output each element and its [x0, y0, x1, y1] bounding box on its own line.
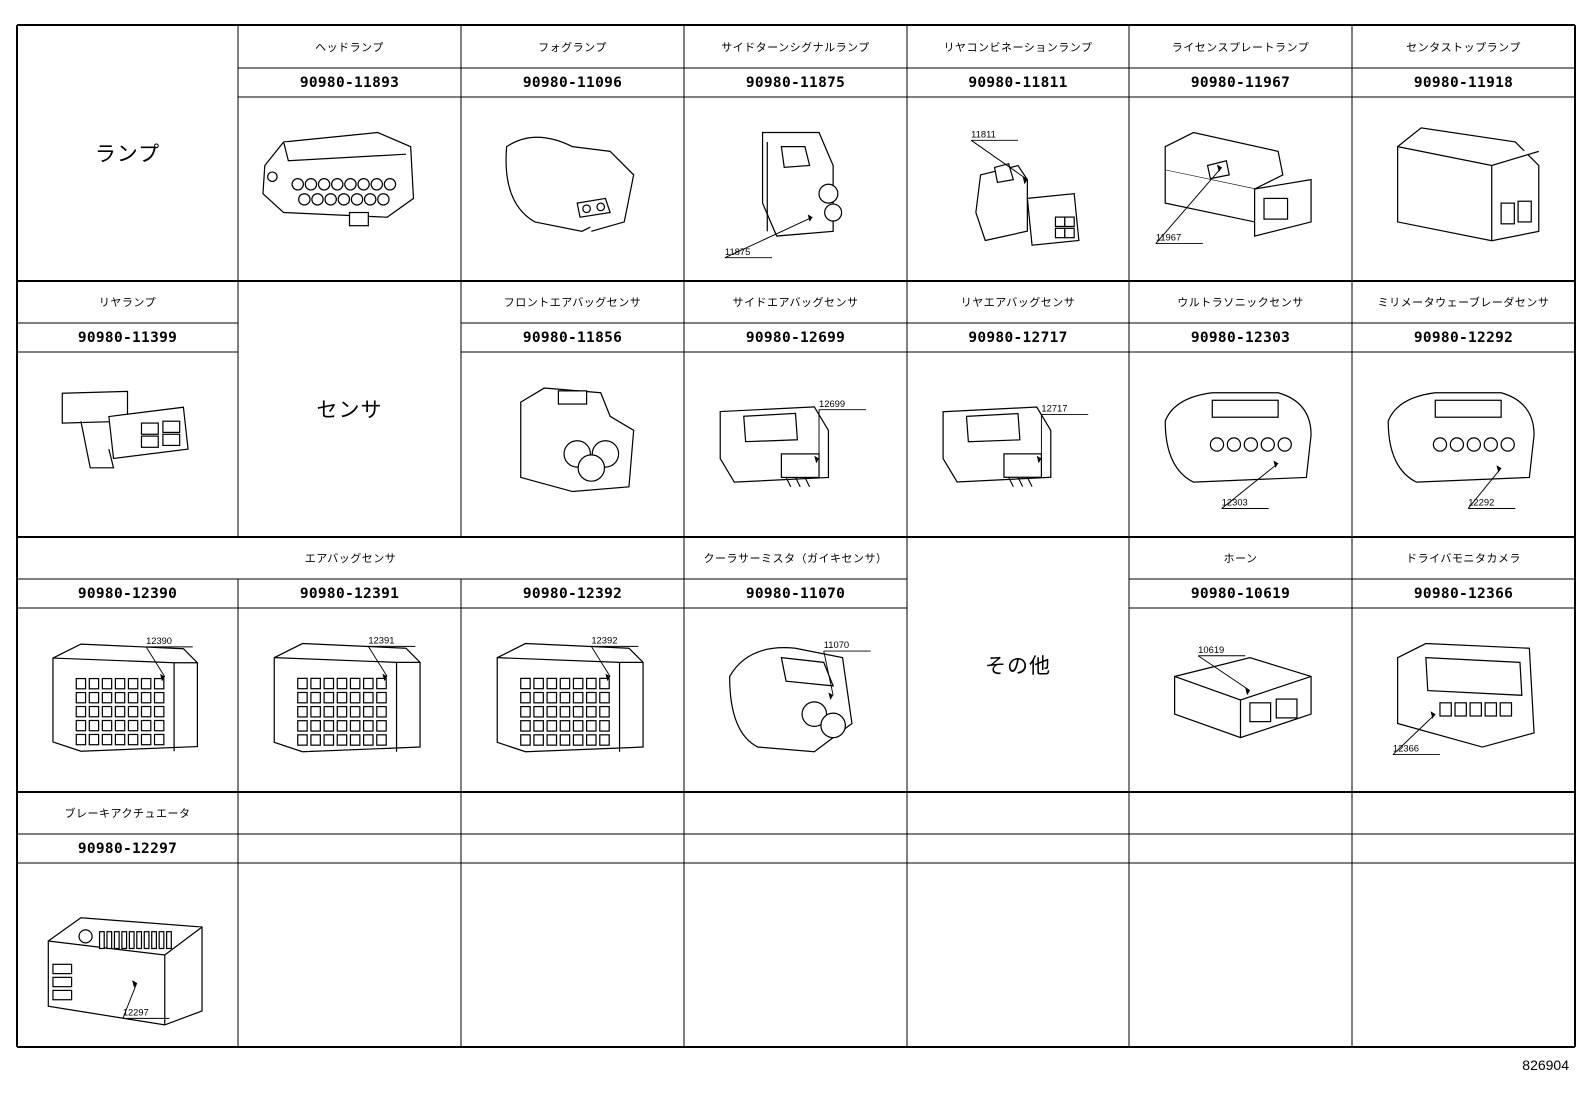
category-lamp: ランプ [94, 142, 161, 166]
callout-label: 12391 [368, 635, 394, 646]
cooler-thermistor-figure: 11070 [692, 614, 899, 786]
part-name: センタストップランプ [1406, 40, 1521, 54]
part-number: 90980-12717 [968, 329, 1068, 346]
callout-label: 11967 [1156, 232, 1181, 243]
part-number: 90980-12297 [77, 840, 178, 857]
part-number: 90980-12699 [745, 329, 846, 346]
part-name: ドライバモニタカメラ [1406, 552, 1521, 565]
part-name: ミリメータウェーブレーダセンサ [1377, 296, 1550, 309]
brake-actuator-connector-figure: 12297 [25, 869, 230, 1041]
callout-label: 10619 [1198, 644, 1224, 655]
fog-lamp-connector-figure [469, 103, 676, 275]
side-turn-signal-connector-figure: 11875 [692, 103, 899, 275]
rear-combination-connector-figure: 11811 [915, 103, 1121, 275]
part-name: ヘッドランプ [315, 40, 384, 54]
side-airbag-sensor-figure: 12699 [692, 358, 899, 531]
part-number: 90980-11070 [745, 585, 846, 602]
millimeter-wave-sensor-figure: 12292 [1360, 358, 1567, 531]
part-name: ライセンスプレートランプ [1171, 40, 1310, 54]
horn-connector-figure: 10619 [1137, 614, 1344, 786]
callout-label: 12366 [1393, 743, 1419, 754]
part-number: 90980-11811 [968, 74, 1068, 91]
part-name: リヤランプ [98, 296, 157, 309]
category-sensor: センサ [316, 398, 383, 422]
callout-label: 12303 [1222, 497, 1248, 508]
driver-monitor-camera-figure: 12366 [1360, 614, 1567, 786]
category-other: その他 [985, 653, 1051, 678]
callout-label: 12392 [591, 635, 617, 646]
part-number: 90980-12366 [1413, 585, 1514, 602]
airbag-sensor-12391-figure: 12391 [246, 614, 453, 786]
part-name: エアバッグセンサ [304, 552, 397, 565]
part-number: 90980-11918 [1413, 74, 1514, 91]
part-number: 90980-12292 [1413, 329, 1514, 346]
rear-lamp-connector-figure [25, 358, 230, 531]
front-airbag-sensor-figure [469, 358, 676, 531]
callout-label: 11811 [971, 130, 996, 140]
part-number: 90980-10619 [1190, 585, 1291, 602]
part-number: 90980-12392 [522, 585, 623, 602]
ultrasonic-sensor-figure: 12303 [1137, 358, 1344, 531]
part-name: サイドターンシグナルランプ [721, 40, 870, 54]
part-name: クーラサーミスタ（ガイキセンサ） [703, 552, 888, 565]
part-number: 90980-11893 [299, 74, 400, 91]
callout-label: 12297 [123, 1008, 149, 1018]
part-name: リヤエアバッグセンサ [960, 296, 1076, 309]
part-number: 90980-12391 [299, 585, 400, 602]
center-stop-connector-figure [1360, 103, 1567, 275]
part-name: フォグランプ [538, 40, 607, 54]
part-name: サイドエアバッグセンサ [732, 296, 859, 309]
license-plate-connector-figure: 11967 [1137, 103, 1344, 275]
part-number: 90980-12390 [77, 585, 178, 602]
callout-label: 12390 [146, 636, 172, 646]
callout-label: 12717 [1041, 404, 1067, 414]
callout-label: 11070 [824, 639, 849, 650]
airbag-sensor-12392-figure: 12392 [469, 614, 676, 786]
part-name: ブレーキアクチュエータ [64, 807, 191, 820]
part-name: リヤコンビネーションランプ [943, 40, 1093, 54]
rear-airbag-sensor-figure: 12717 [915, 358, 1121, 531]
airbag-sensor-12390-figure: 12390 [25, 614, 230, 786]
part-number: 90980-12303 [1190, 329, 1291, 346]
diagram-id: 826904 [1522, 1057, 1569, 1073]
callout-label: 12292 [1468, 497, 1494, 508]
headlamp-connector-figure [246, 103, 453, 275]
part-number: 90980-11399 [77, 329, 178, 346]
part-number: 90980-11856 [522, 329, 623, 346]
part-number: 90980-11967 [1190, 74, 1291, 91]
callout-label: 11875 [725, 246, 750, 257]
part-name: ホーン [1223, 552, 1258, 565]
part-name: フロントエアバッグセンサ [503, 296, 642, 309]
callout-label: 12699 [819, 398, 845, 409]
part-number: 90980-11096 [522, 74, 623, 91]
part-number: 90980-11875 [745, 74, 846, 91]
part-name: ウルトラソニックセンサ [1177, 296, 1304, 309]
